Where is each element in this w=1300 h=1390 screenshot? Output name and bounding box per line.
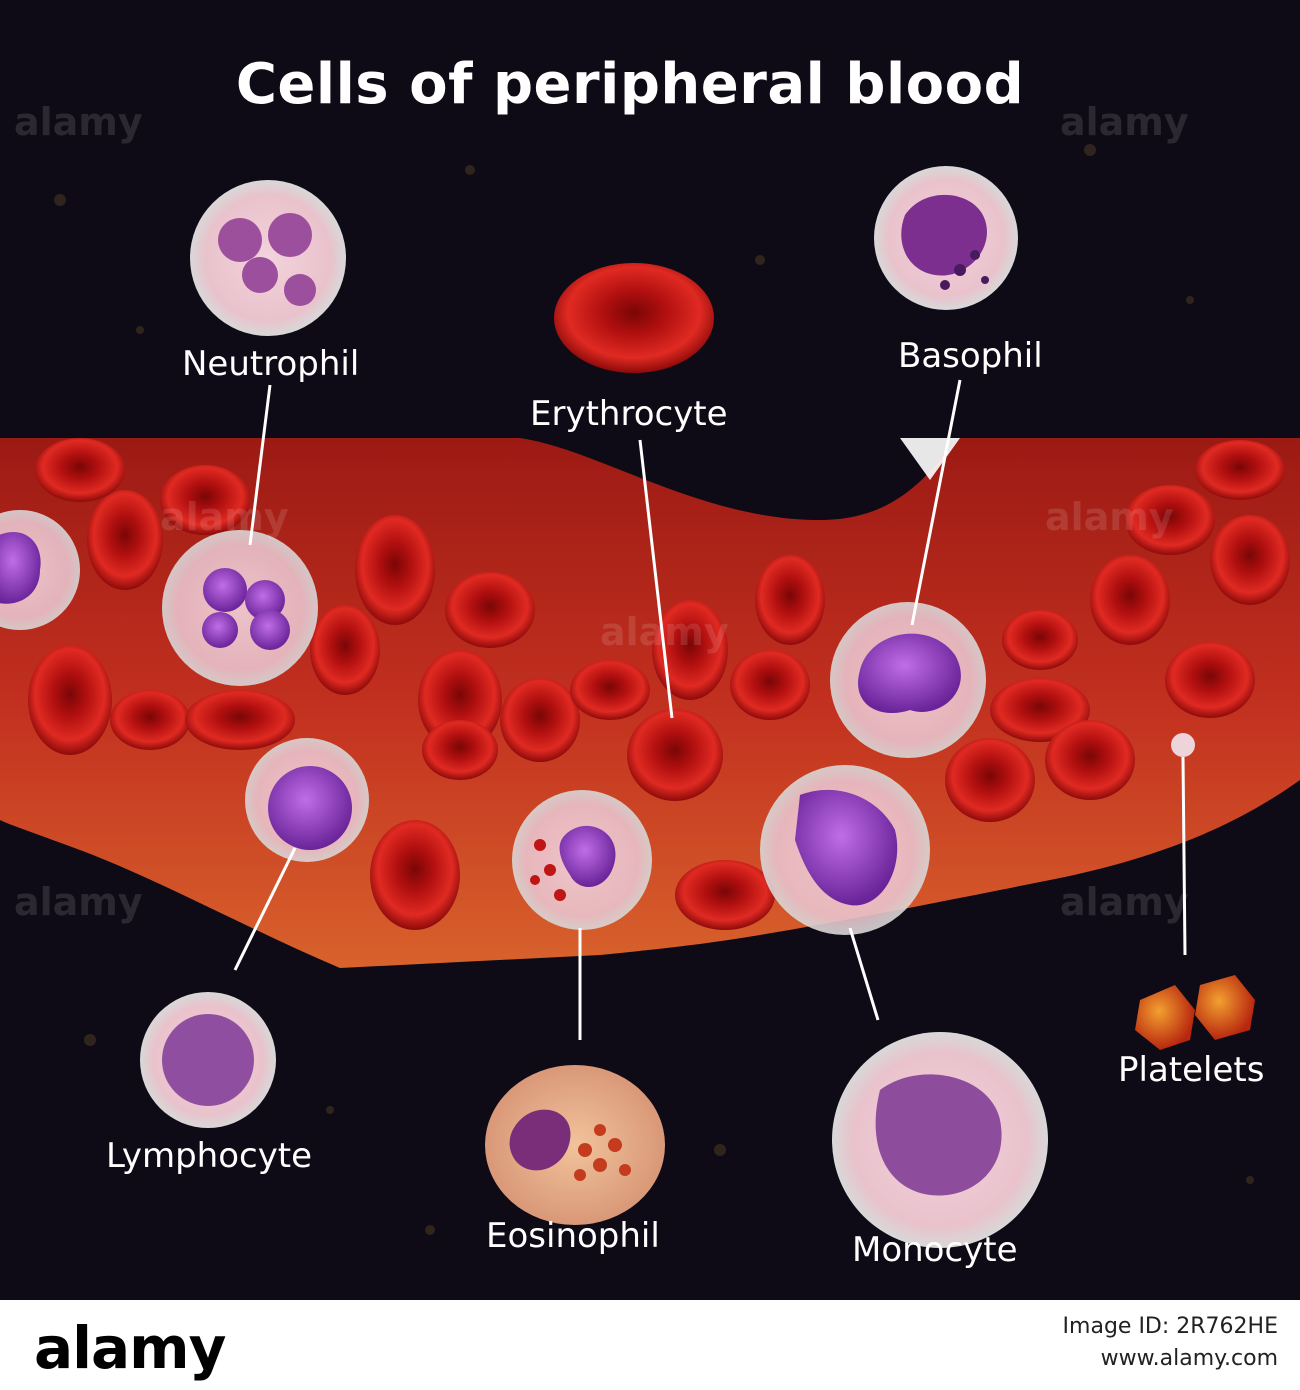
watermark: alamy: [14, 880, 143, 924]
vessel-white-cells: [0, 510, 1195, 935]
neutrophil-cell: [190, 180, 346, 336]
watermark: alamy: [160, 495, 289, 539]
eosinophil-cell: [485, 1065, 665, 1225]
watermark: alamy: [600, 610, 729, 654]
label-erythrocyte: Erythrocyte: [530, 394, 728, 434]
blood-cells-figure: alamy alamy alamy alamy alamy alamy alam…: [0, 0, 1300, 1300]
vessel-neutrophil: [162, 530, 318, 686]
label-monocyte: Monocyte: [852, 1230, 1018, 1270]
erythrocyte-cell: [554, 263, 714, 373]
watermark: alamy: [14, 100, 143, 144]
label-neutrophil: Neutrophil: [182, 344, 360, 384]
illustration: [0, 144, 1300, 1248]
vessel-cut-edge: [900, 438, 960, 480]
blood-vessel: [0, 438, 952, 520]
label-eosinophil: Eosinophil: [486, 1216, 660, 1256]
watermark: alamy: [1045, 495, 1174, 539]
watermark: alamy: [1060, 100, 1189, 144]
callout-cells: [140, 166, 1255, 1248]
label-platelets: Platelets: [1118, 1050, 1265, 1090]
label-basophil: Basophil: [898, 336, 1043, 376]
vessel-platelet: [1171, 733, 1195, 757]
leader-lines: [233, 379, 1187, 1040]
brand-logo: alamy: [34, 1314, 226, 1382]
page-title: Cells of peripheral blood: [235, 52, 1025, 117]
platelets-cells: [1135, 975, 1255, 1050]
watermark: alamy: [1060, 880, 1189, 924]
stock-footer: alamy Image ID: 2R762HE www.alamy.com: [0, 1300, 1300, 1390]
red-blood-cells: [28, 438, 1290, 930]
label-lymphocyte: Lymphocyte: [106, 1136, 313, 1176]
image-id: Image ID: 2R762HE: [1062, 1314, 1278, 1339]
site-url: www.alamy.com: [1100, 1346, 1278, 1371]
